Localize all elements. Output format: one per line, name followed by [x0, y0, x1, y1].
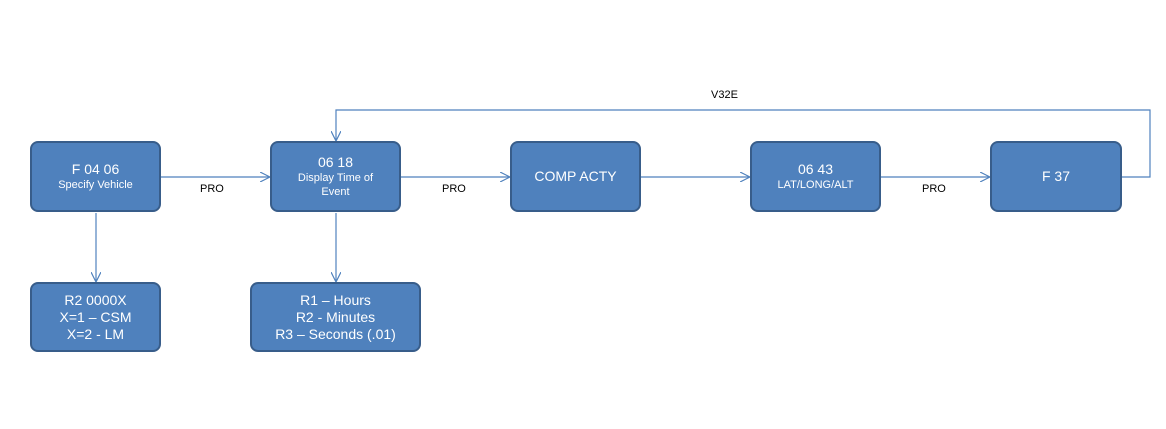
node-f0406-specify-vehicle: F 04 06 Specify Vehicle: [30, 141, 161, 212]
node-f37: F 37: [990, 141, 1122, 212]
node-line3: X=2 - LM: [66, 325, 125, 342]
edge-label-pro-1: PRO: [200, 183, 224, 195]
node-time-registers: R1 – Hours R2 - Minutes R3 – Seconds (.0…: [250, 282, 421, 352]
node-subtitle: LAT/LONG/ALT: [777, 179, 854, 191]
node-line3: R3 – Seconds (.01): [275, 325, 396, 342]
node-0643-lat-long-alt: 06 43 LAT/LONG/ALT: [750, 141, 881, 212]
node-subtitle-line1: Display Time of: [297, 172, 374, 184]
node-line2: X=1 – CSM: [59, 308, 132, 325]
node-title: 06 43: [797, 161, 834, 177]
edge-loop-n5-to-n2: [336, 109, 1151, 178]
edge-label-v32e: V32E: [711, 89, 738, 101]
node-subtitle-line2: Event: [321, 186, 350, 198]
node-line1: R1 – Hours: [300, 291, 371, 308]
edge-label-pro-3: PRO: [922, 183, 946, 195]
edge-label-pro-2: PRO: [442, 183, 466, 195]
node-subtitle: Specify Vehicle: [58, 179, 133, 191]
node-line1: R2 0000X: [64, 291, 127, 308]
node-title: COMP ACTY: [534, 168, 617, 184]
node-title: F 37: [1041, 168, 1070, 184]
node-r2-vehicle-code: R2 0000X X=1 – CSM X=2 - LM: [30, 282, 161, 352]
node-0618-display-time: 06 18 Display Time of Event: [270, 141, 401, 212]
node-title: F 04 06: [71, 161, 120, 177]
node-comp-acty: COMP ACTY: [510, 141, 641, 212]
node-line2: R2 - Minutes: [295, 308, 376, 325]
node-title: 06 18: [317, 154, 354, 170]
